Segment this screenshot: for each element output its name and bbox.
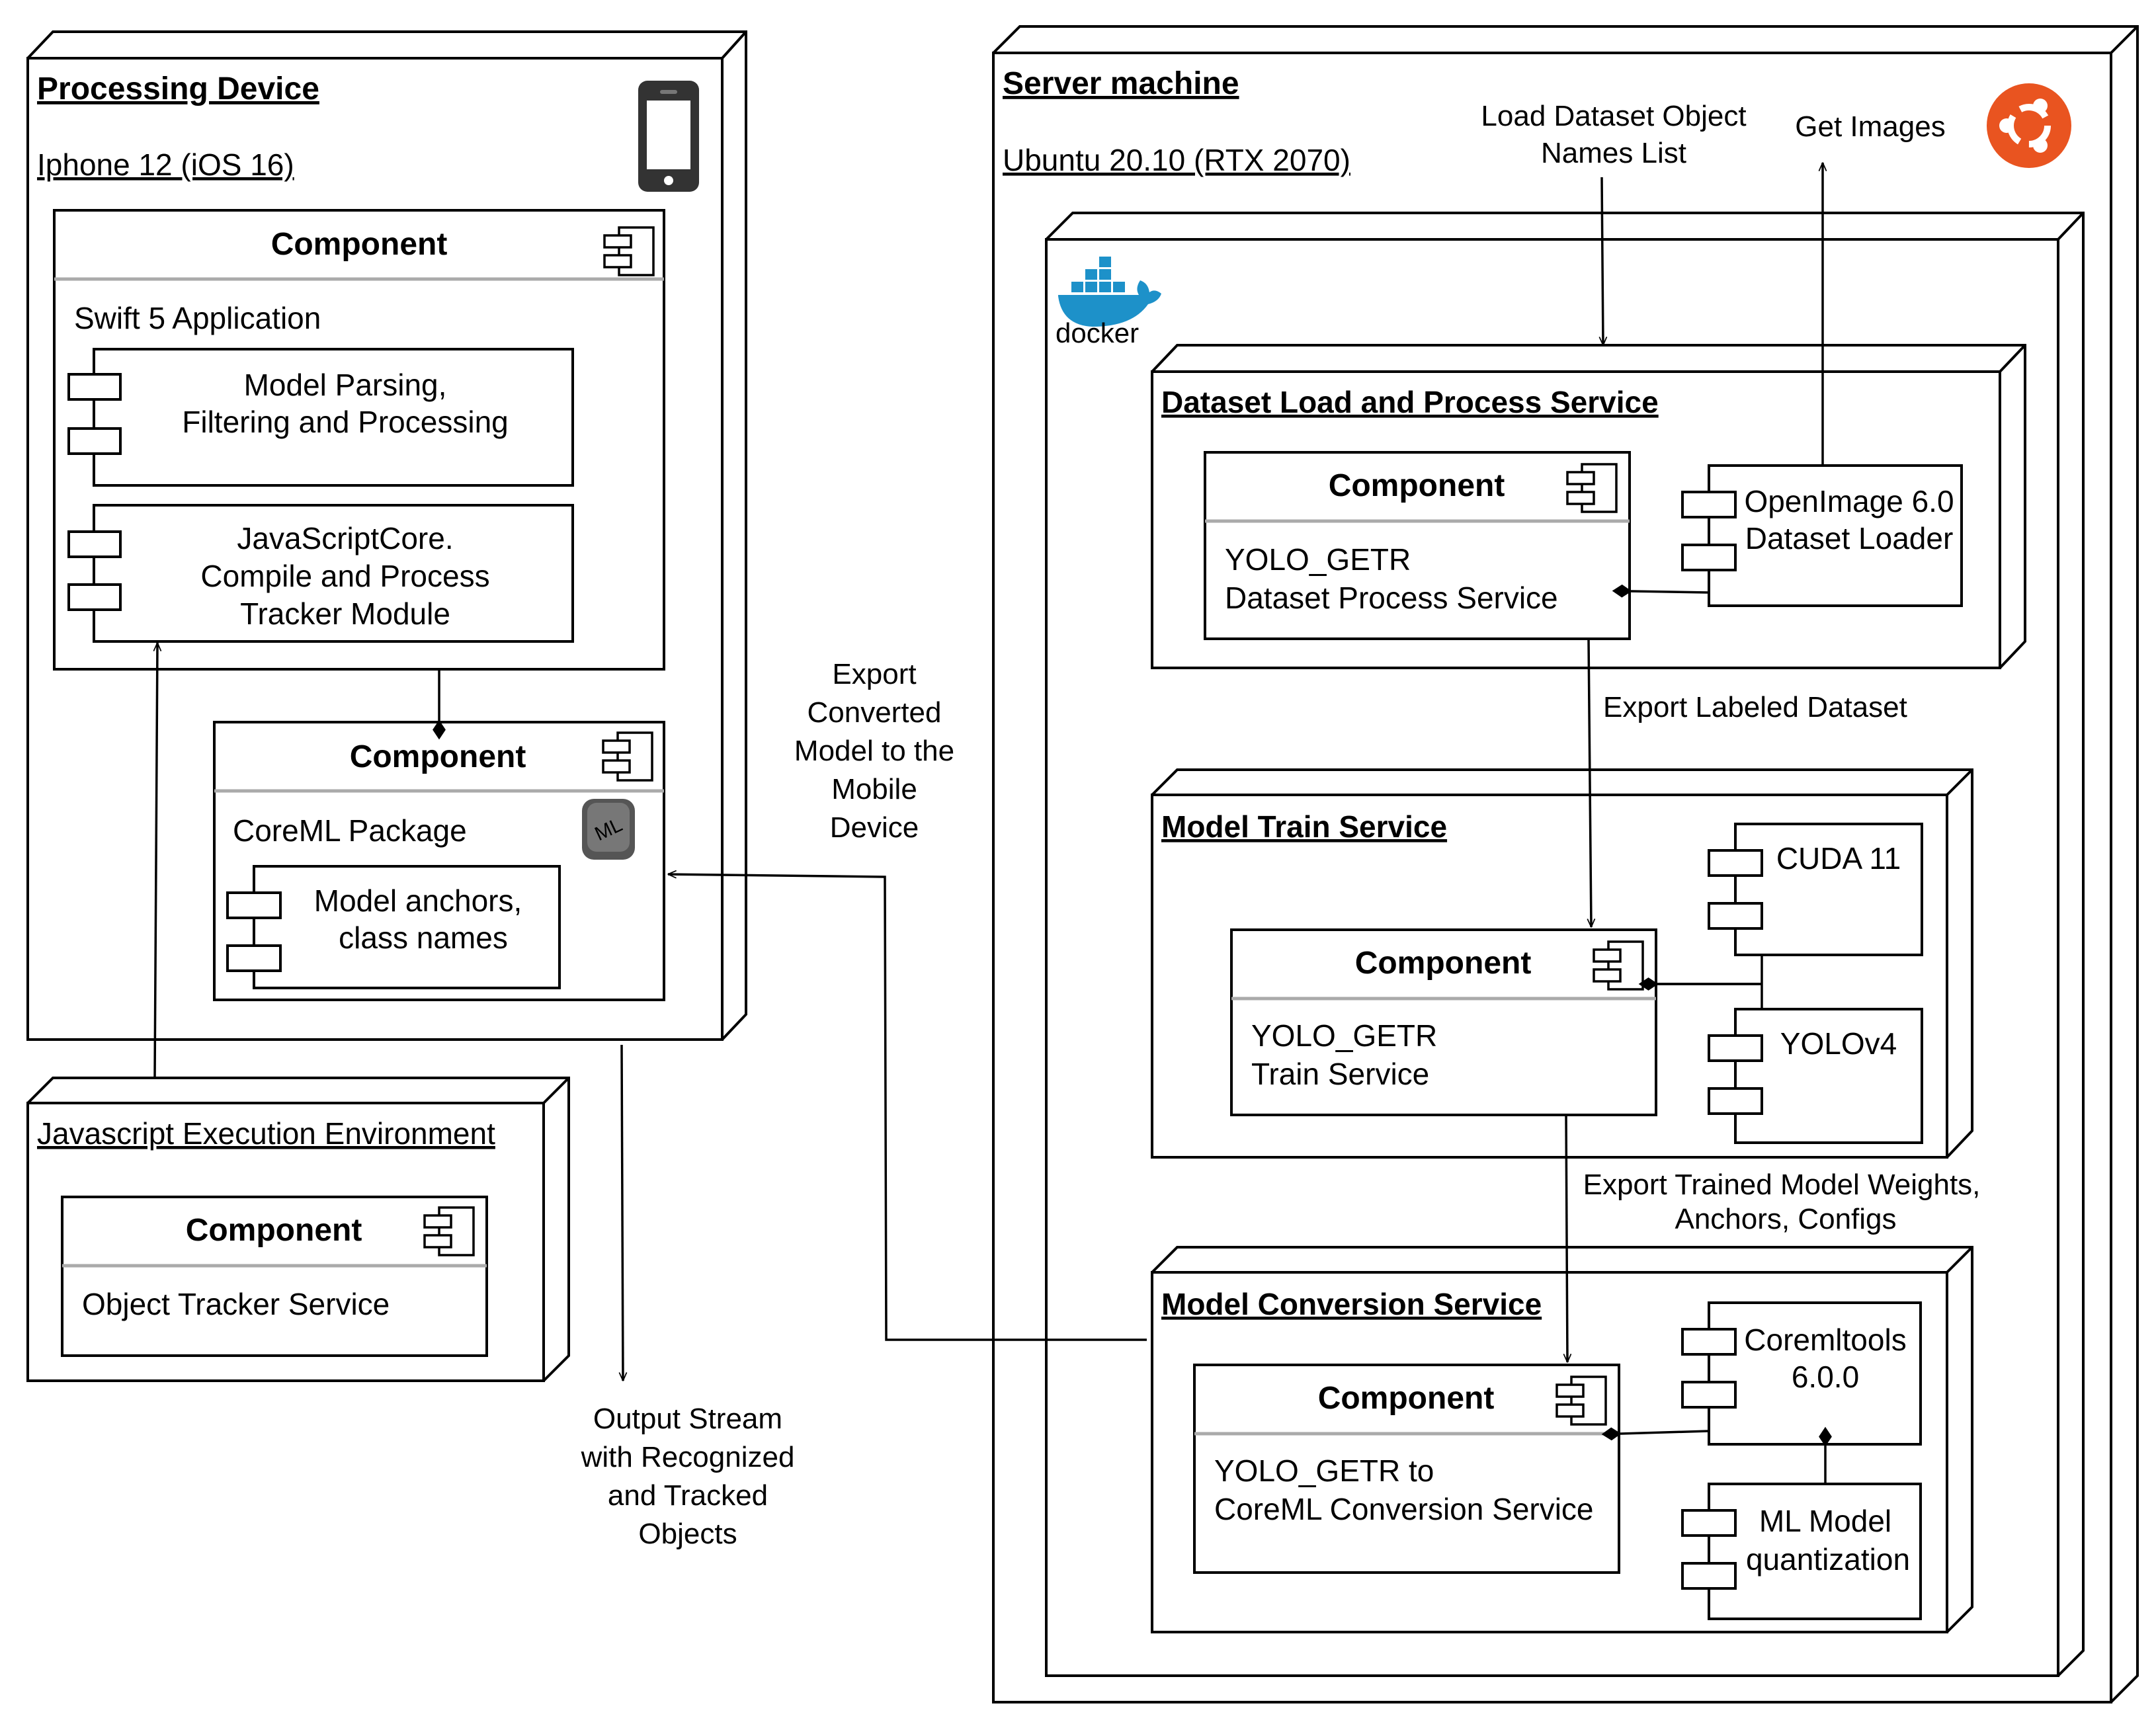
composition-coremltools — [1601, 1427, 1710, 1441]
composition-loader — [1612, 584, 1710, 598]
part-label-line: ML Model — [1759, 1504, 1891, 1538]
label-export-converted-line: Export — [832, 658, 916, 690]
component-icon — [603, 226, 655, 276]
arrow-export-converted — [668, 874, 1147, 1341]
part-label-line: Filtering and Processing — [182, 405, 508, 439]
label-export-labeled: Export Labeled Dataset — [1603, 691, 1907, 723]
coremltools-part — [1681, 1301, 1922, 1446]
flow-labels: Load Dataset Object Names List Get Image… — [581, 100, 1981, 1550]
coreml-icon: ML — [582, 799, 635, 860]
label-export-converted-line: Device — [830, 811, 919, 844]
part-label-line: class names — [339, 921, 508, 955]
dataset-process-component — [1204, 451, 1631, 640]
component-stereotype: Component — [186, 1213, 362, 1248]
swift-application-label: Swift 5 Application — [74, 301, 321, 335]
processing-device-title: Processing Device — [37, 71, 319, 106]
javascriptcore-part — [67, 504, 574, 643]
component-icon — [1566, 463, 1618, 513]
component-label-line: Train Service — [1251, 1057, 1429, 1091]
component-stereotype: Component — [1318, 1381, 1495, 1416]
part-label-line: quantization — [1746, 1542, 1910, 1577]
label-output-stream-line: and Tracked — [608, 1479, 768, 1512]
model-anchors-part — [226, 865, 561, 989]
part-label-line: 6.0.0 — [1792, 1360, 1859, 1394]
part-label-line: YOLOv4 — [1780, 1026, 1897, 1061]
part-label-line: Compile and Process — [200, 559, 489, 593]
train-service-component — [1230, 928, 1657, 1116]
quantization-part — [1681, 1483, 1922, 1620]
label-output-stream-line: Objects — [638, 1518, 737, 1550]
part-label-line: Model Parsing, — [244, 368, 447, 402]
component-stereotype: Component — [1355, 946, 1532, 981]
component-stereotype: Component — [350, 739, 526, 774]
label-export-converted-line: Model to the — [794, 735, 954, 767]
label-load-names-line: Names List — [1541, 137, 1686, 169]
part-label-line: Dataset Loader — [1745, 521, 1954, 555]
server-machine-subtitle: Ubuntu 20.10 (RTX 2070) — [1003, 143, 1350, 177]
train-service-title: Model Train Service — [1161, 809, 1447, 844]
component-label-line: YOLO_GETR to — [1214, 1454, 1434, 1488]
server-machine-title: Server machine — [1003, 66, 1239, 101]
dataset-service-title: Dataset Load and Process Service — [1161, 385, 1659, 419]
label-load-names-line: Load Dataset Object — [1481, 100, 1746, 132]
component-icon — [423, 1206, 475, 1256]
arrow-export-weights — [1566, 1114, 1567, 1362]
component-label-line: CoreML Conversion Service — [1214, 1492, 1594, 1526]
yolov4-part — [1708, 1008, 1923, 1144]
component-label-line: Dataset Process Service — [1225, 581, 1558, 615]
component-icon — [602, 731, 653, 782]
label-output-stream-line: Output Stream — [593, 1403, 782, 1435]
docker-label: docker — [1056, 317, 1139, 348]
object-tracker-label: Object Tracker Service — [82, 1287, 390, 1321]
openimage-loader-part — [1681, 464, 1963, 607]
arrow-output-stream — [622, 1044, 623, 1381]
conversion-service-component — [1193, 1364, 1620, 1574]
component-stereotype: Component — [271, 227, 448, 262]
component-label-line: YOLO_GETR — [1251, 1018, 1437, 1053]
component-icon — [1555, 1375, 1607, 1426]
label-export-weights-line: Export Trained Model Weights, — [1583, 1168, 1981, 1201]
model-parsing-part — [67, 348, 574, 487]
arrow-export-labeled — [1589, 638, 1591, 927]
part-label-line: JavaScriptCore. — [237, 521, 453, 555]
js-environment-title: Javascript Execution Environment — [37, 1116, 495, 1151]
cuda-part — [1708, 823, 1923, 956]
arrow-load-names — [1602, 177, 1603, 345]
label-export-converted-line: Converted — [807, 696, 941, 729]
label-export-weights-line: Anchors, Configs — [1675, 1203, 1896, 1235]
component-label-line: YOLO_GETR — [1225, 542, 1411, 577]
coreml-package-label: CoreML Package — [233, 813, 467, 848]
label-export-converted-line: Mobile — [831, 773, 917, 805]
part-label-line: CUDA 11 — [1776, 841, 1901, 876]
component-icon — [1593, 940, 1644, 991]
label-get-images: Get Images — [1795, 110, 1945, 143]
label-output-stream-line: with Recognized — [581, 1441, 795, 1473]
part-label-line: Coremltools — [1744, 1323, 1906, 1357]
docker-icon: docker — [1056, 257, 1161, 348]
part-label-line: OpenImage 6.0 — [1744, 484, 1954, 518]
component-stereotype: Component — [1329, 468, 1505, 503]
conversion-service-title: Model Conversion Service — [1161, 1287, 1542, 1321]
arrow-js-to-core — [155, 643, 157, 1079]
processing-device-subtitle: Iphone 12 (iOS 16) — [37, 147, 294, 182]
object-tracker-component — [61, 1196, 488, 1357]
ubuntu-icon — [1987, 83, 2071, 168]
phone-icon — [638, 81, 699, 192]
part-label-line: Tracker Module — [240, 596, 450, 631]
part-label-line: Model anchors, — [314, 883, 522, 918]
